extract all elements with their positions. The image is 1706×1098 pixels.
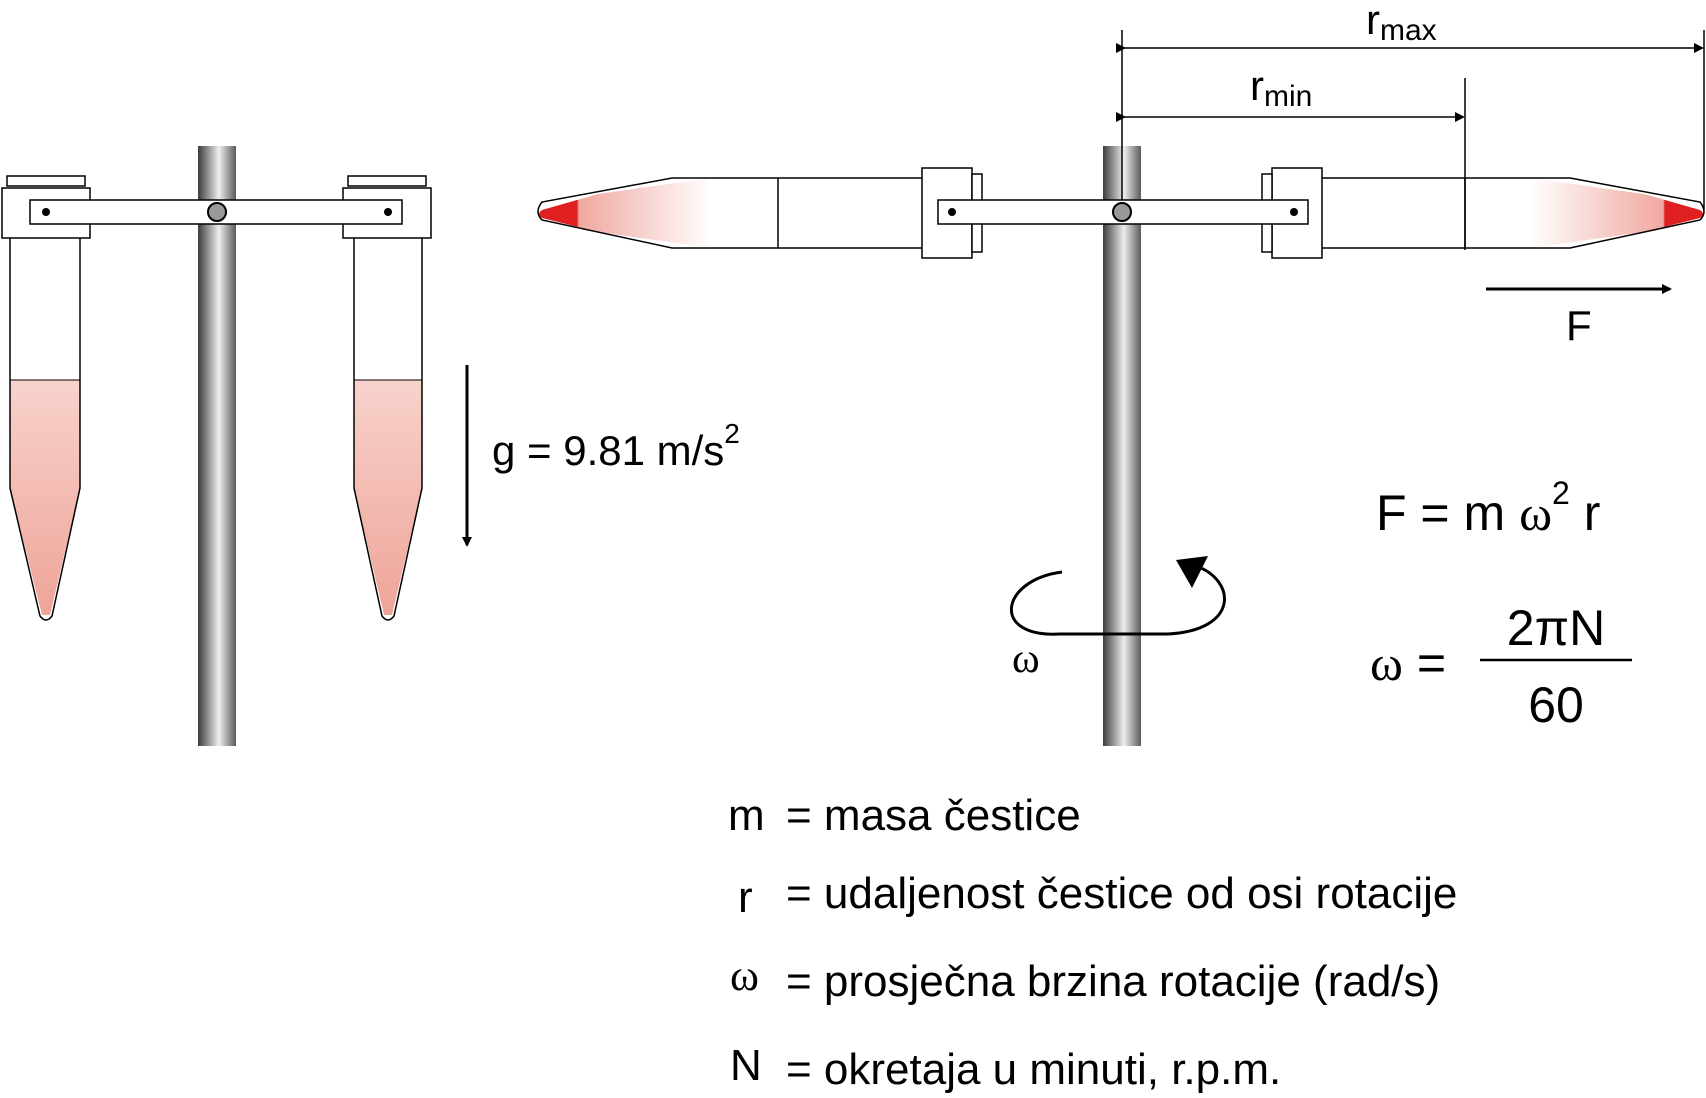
gravity-label: g = 9.81 m/s2 (492, 418, 740, 474)
svg-text:ω =: ω = (1370, 635, 1446, 691)
omega-label: ω (1012, 636, 1040, 682)
left-rotor-shaft (198, 146, 236, 746)
legend-text-n: = okretaja u minuti, r.p.m. (786, 1045, 1281, 1094)
tube-liquid (1530, 178, 1703, 248)
rotation-arrowhead (1176, 556, 1208, 588)
rmax-label: rmax (1366, 0, 1437, 47)
tube-body (1322, 177, 1705, 249)
right-tube (342, 175, 432, 621)
legend-symbol-omega: ω (730, 951, 759, 1000)
legend-symbol-m: m (728, 791, 765, 840)
tube-body (9, 238, 81, 621)
omega-formula: ω = 2πN 60 (1370, 600, 1632, 733)
pivot-right (384, 208, 392, 216)
legend-symbol-r: r (738, 873, 753, 922)
tube-liquid (539, 178, 712, 248)
tube-liquid (354, 380, 422, 615)
omega-numerator: 2πN (1507, 600, 1605, 656)
spinning-rotor: rmax rmin F ω (537, 0, 1705, 746)
rotation-arrow (1010, 564, 1226, 636)
left-horizontal-tube (537, 167, 983, 259)
tube-body (537, 177, 922, 249)
tube-cap (347, 175, 427, 187)
right-horizontal-tube (1261, 167, 1705, 259)
hub (207, 202, 227, 222)
stationary-rotor: g = 9.81 m/s2 (1, 146, 740, 746)
hub (1112, 202, 1132, 222)
pivot-left (42, 208, 50, 216)
force-label: F (1566, 302, 1592, 349)
svg-text:F = m ω2 r: F = m ω2 r (1376, 475, 1600, 541)
legend-text-omega: = prosječna brzina rotacije (rad/s) (786, 957, 1440, 1006)
legend-text-m: = masa čestice (786, 791, 1081, 840)
left-tube (1, 175, 91, 621)
pivot-left (948, 208, 956, 216)
omega-denominator: 60 (1528, 677, 1584, 733)
tube-cap (6, 175, 86, 187)
tube-body (353, 238, 423, 621)
tube-liquid (10, 380, 80, 615)
rmin-label: rmin (1250, 62, 1312, 113)
force-formula: F = m ω2 r (1376, 475, 1600, 541)
legend-text-r: = udaljenost čestice od osi rotacije (786, 869, 1457, 918)
right-rotor-shaft (1103, 146, 1141, 746)
legend-symbol-n: N (730, 1041, 762, 1090)
pivot-right (1290, 208, 1298, 216)
legend: m = masa čestice r = udaljenost čestice … (728, 791, 1457, 1094)
